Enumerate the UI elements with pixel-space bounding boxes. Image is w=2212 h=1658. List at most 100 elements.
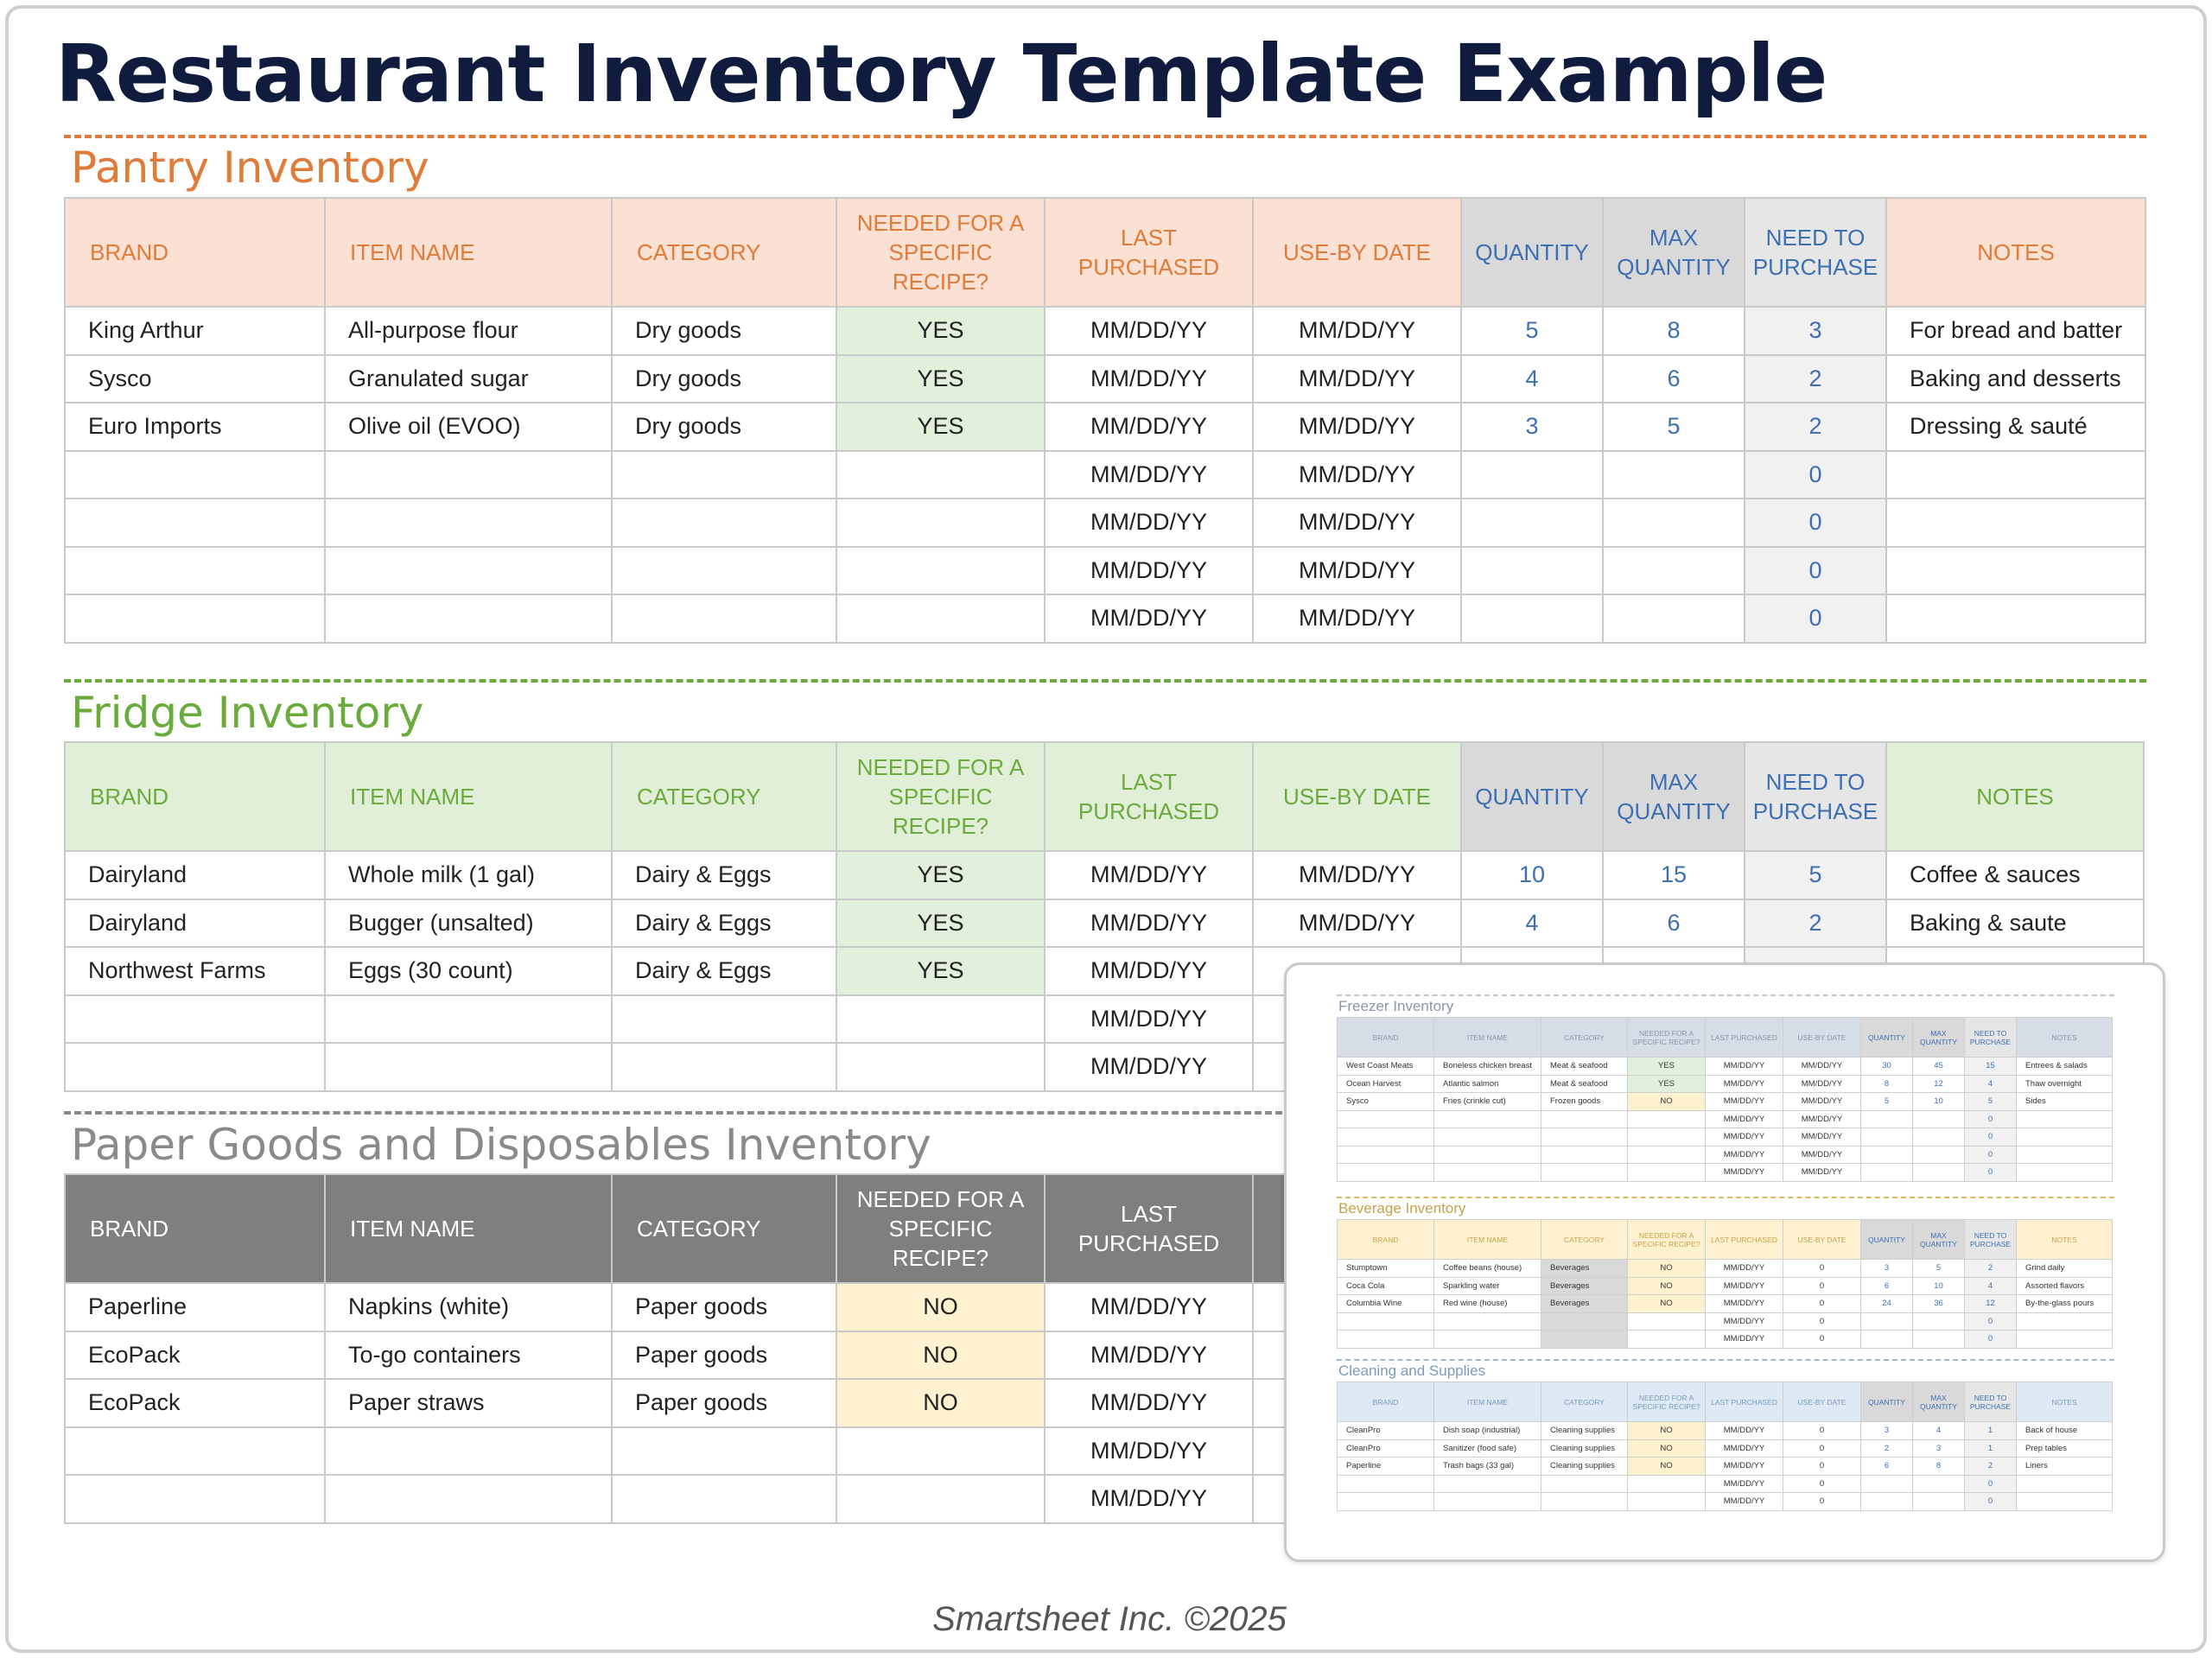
cell-need[interactable]: 2 bbox=[1744, 402, 1887, 452]
cell-last[interactable]: MM/DD/YY bbox=[1044, 898, 1254, 948]
cell-qty[interactable] bbox=[1460, 594, 1604, 644]
cell-item[interactable]: Napkins (white) bbox=[324, 1282, 613, 1332]
cell-recipe[interactable] bbox=[836, 545, 1046, 595]
cell-last[interactable]: MM/DD/YY bbox=[1044, 850, 1254, 900]
cell-notes[interactable]: Coffee & sauces bbox=[1885, 850, 2145, 900]
cell-brand[interactable]: EcoPack bbox=[64, 1378, 326, 1428]
cell-item[interactable] bbox=[324, 1474, 613, 1524]
cell-useby[interactable]: MM/DD/YY bbox=[1252, 353, 1462, 403]
cell-last[interactable]: MM/DD/YY bbox=[1044, 594, 1254, 644]
cell-useby[interactable]: MM/DD/YY bbox=[1252, 449, 1462, 499]
cell-recipe[interactable]: YES bbox=[836, 353, 1046, 403]
cell-brand[interactable]: EcoPack bbox=[64, 1330, 326, 1380]
cell-last[interactable]: MM/DD/YY bbox=[1044, 498, 1254, 548]
cell-category[interactable]: Dry goods bbox=[611, 306, 837, 356]
cell-item[interactable] bbox=[324, 1426, 613, 1476]
cell-useby[interactable]: MM/DD/YY bbox=[1252, 850, 1462, 900]
cell-item[interactable]: Whole milk (1 gal) bbox=[324, 850, 613, 900]
cell-item[interactable]: Granulated sugar bbox=[324, 353, 613, 403]
cell-qty[interactable] bbox=[1460, 498, 1604, 548]
cell-max[interactable] bbox=[1602, 594, 1745, 644]
cell-category[interactable]: Dairy & Eggs bbox=[611, 898, 837, 948]
cell-need[interactable]: 0 bbox=[1744, 545, 1887, 595]
cell-recipe[interactable]: YES bbox=[836, 946, 1046, 996]
cell-recipe[interactable]: YES bbox=[836, 898, 1046, 948]
cell-recipe[interactable]: YES bbox=[836, 306, 1046, 356]
cell-notes[interactable]: Baking and desserts bbox=[1885, 353, 2147, 403]
cell-item[interactable]: Olive oil (EVOO) bbox=[324, 402, 613, 452]
cell-category[interactable] bbox=[611, 994, 837, 1044]
cell-need[interactable]: 2 bbox=[1744, 898, 1887, 948]
cell-brand[interactable]: Dairyland bbox=[64, 850, 326, 900]
cell-category[interactable] bbox=[611, 1042, 837, 1092]
cell-notes[interactable]: Dressing & sauté bbox=[1885, 402, 2147, 452]
cell-recipe[interactable] bbox=[836, 994, 1046, 1044]
cell-brand[interactable]: Northwest Farms bbox=[64, 946, 326, 996]
cell-useby[interactable]: MM/DD/YY bbox=[1252, 545, 1462, 595]
cell-item[interactable]: Bugger (unsalted) bbox=[324, 898, 613, 948]
cell-recipe[interactable]: NO bbox=[836, 1378, 1046, 1428]
cell-item[interactable] bbox=[324, 449, 613, 499]
cell-recipe[interactable] bbox=[836, 449, 1046, 499]
cell-last[interactable]: MM/DD/YY bbox=[1044, 1282, 1254, 1332]
cell-category[interactable] bbox=[611, 1474, 837, 1524]
cell-useby[interactable]: MM/DD/YY bbox=[1252, 898, 1462, 948]
cell-last[interactable]: MM/DD/YY bbox=[1044, 994, 1254, 1044]
cell-need[interactable]: 2 bbox=[1744, 353, 1887, 403]
cell-qty[interactable]: 5 bbox=[1460, 306, 1604, 356]
cell-max[interactable]: 6 bbox=[1602, 898, 1745, 948]
cell-last[interactable]: MM/DD/YY bbox=[1044, 306, 1254, 356]
cell-item[interactable] bbox=[324, 994, 613, 1044]
cell-need[interactable]: 0 bbox=[1744, 449, 1887, 499]
cell-category[interactable] bbox=[611, 1426, 837, 1476]
cell-notes[interactable]: For bread and batter bbox=[1885, 306, 2147, 356]
cell-category[interactable] bbox=[611, 449, 837, 499]
cell-category[interactable] bbox=[611, 498, 837, 548]
cell-item[interactable]: All-purpose flour bbox=[324, 306, 613, 356]
cell-qty[interactable] bbox=[1460, 545, 1604, 595]
cell-useby[interactable]: MM/DD/YY bbox=[1252, 498, 1462, 548]
cell-notes[interactable] bbox=[1885, 594, 2147, 644]
cell-notes[interactable] bbox=[1885, 498, 2147, 548]
cell-item[interactable] bbox=[324, 498, 613, 548]
cell-need[interactable]: 3 bbox=[1744, 306, 1887, 356]
cell-category[interactable]: Dairy & Eggs bbox=[611, 850, 837, 900]
cell-category[interactable]: Dry goods bbox=[611, 353, 837, 403]
cell-brand[interactable] bbox=[64, 498, 326, 548]
cell-max[interactable]: 6 bbox=[1602, 353, 1745, 403]
cell-item[interactable] bbox=[324, 1042, 613, 1092]
cell-qty[interactable]: 4 bbox=[1460, 353, 1604, 403]
cell-item[interactable]: Paper straws bbox=[324, 1378, 613, 1428]
cell-brand[interactable] bbox=[64, 1426, 326, 1476]
cell-recipe[interactable] bbox=[836, 498, 1046, 548]
cell-notes[interactable] bbox=[1885, 545, 2147, 595]
cell-category[interactable] bbox=[611, 545, 837, 595]
cell-brand[interactable] bbox=[64, 994, 326, 1044]
cell-useby[interactable]: MM/DD/YY bbox=[1252, 402, 1462, 452]
cell-recipe[interactable]: YES bbox=[836, 402, 1046, 452]
cell-category[interactable]: Paper goods bbox=[611, 1282, 837, 1332]
cell-max[interactable]: 5 bbox=[1602, 402, 1745, 452]
cell-max[interactable]: 8 bbox=[1602, 306, 1745, 356]
cell-item[interactable] bbox=[324, 545, 613, 595]
cell-max[interactable] bbox=[1602, 449, 1745, 499]
cell-brand[interactable] bbox=[64, 1042, 326, 1092]
cell-last[interactable]: MM/DD/YY bbox=[1044, 353, 1254, 403]
cell-last[interactable]: MM/DD/YY bbox=[1044, 946, 1254, 996]
cell-recipe[interactable]: NO bbox=[836, 1330, 1046, 1380]
cell-recipe[interactable] bbox=[836, 1042, 1046, 1092]
cell-brand[interactable] bbox=[64, 1474, 326, 1524]
cell-max[interactable] bbox=[1602, 498, 1745, 548]
cell-last[interactable]: MM/DD/YY bbox=[1044, 1042, 1254, 1092]
cell-recipe[interactable]: NO bbox=[836, 1282, 1046, 1332]
cell-last[interactable]: MM/DD/YY bbox=[1044, 545, 1254, 595]
cell-category[interactable]: Dairy & Eggs bbox=[611, 946, 837, 996]
cell-brand[interactable] bbox=[64, 545, 326, 595]
cell-recipe[interactable] bbox=[836, 1426, 1046, 1476]
cell-item[interactable] bbox=[324, 594, 613, 644]
cell-qty[interactable]: 10 bbox=[1460, 850, 1604, 900]
cell-recipe[interactable]: YES bbox=[836, 850, 1046, 900]
cell-last[interactable]: MM/DD/YY bbox=[1044, 1378, 1254, 1428]
cell-need[interactable]: 0 bbox=[1744, 498, 1887, 548]
cell-useby[interactable]: MM/DD/YY bbox=[1252, 306, 1462, 356]
